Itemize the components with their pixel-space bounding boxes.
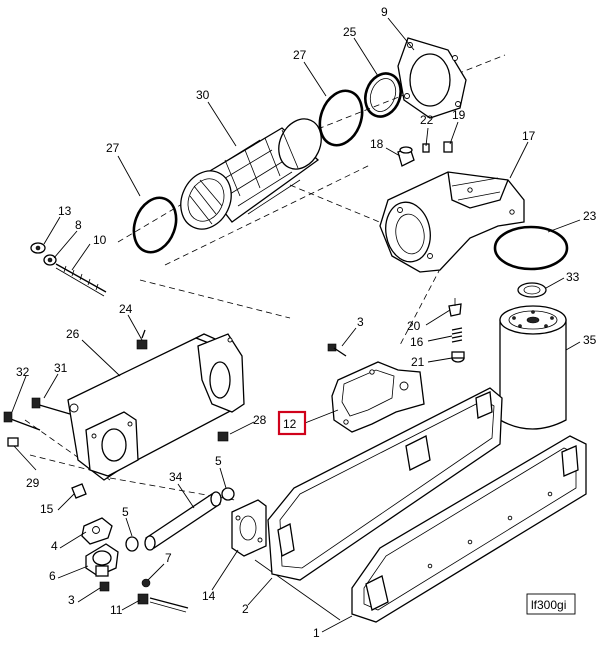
part-33-adapter (517, 282, 547, 298)
callout-14: 14 (202, 589, 216, 603)
callout-31: 31 (54, 361, 68, 375)
part-8-washer (43, 254, 57, 266)
leader-lines (11, 17, 581, 633)
callout-19: 19 (452, 108, 466, 122)
part-13-washer (30, 242, 46, 254)
callout-3: 3 (68, 593, 75, 607)
part-34-tube (144, 491, 222, 551)
part-20-valve (448, 298, 462, 317)
part-11-capscrew (137, 593, 189, 613)
callout-21: 21 (411, 355, 425, 369)
callout-3: 3 (357, 315, 364, 329)
part-27-o-ring-lower (132, 196, 178, 254)
callout-labels: 9 25 27 30 27 22 19 18 17 13 8 10 23 33 … (16, 5, 597, 640)
callout-26: 26 (66, 327, 80, 341)
callout-13: 13 (58, 204, 72, 218)
part-26-cooler-housing (67, 333, 245, 481)
callout-29: 29 (26, 476, 40, 490)
part-31-capscrew (31, 397, 71, 415)
callout-9: 9 (381, 5, 388, 19)
part-15-fitting (71, 483, 87, 499)
part-2-gasket (267, 387, 503, 581)
part-19-fitting (443, 141, 453, 153)
part-23-sealing-ring (493, 225, 569, 271)
callout-15: 15 (40, 502, 54, 516)
callout-5: 5 (122, 505, 129, 519)
callout-28: 28 (253, 413, 267, 427)
callout-16: 16 (410, 335, 424, 349)
part-6-connection (85, 543, 119, 577)
callout-23: 23 (583, 209, 597, 223)
callout-12-highlight (277, 410, 307, 436)
callout-4: 4 (51, 539, 58, 553)
part-14-gasket (231, 499, 267, 557)
part-21-plug (451, 351, 465, 363)
part-35-filter (499, 305, 567, 430)
part-5-seal-upper (221, 487, 235, 501)
callout-2: 2 (242, 602, 249, 616)
callout-27: 27 (106, 141, 120, 155)
part-5-seal-lower (125, 536, 139, 552)
part-16-spring (451, 327, 463, 343)
part-30-filter-element (180, 118, 322, 230)
callout-7: 7 (165, 551, 172, 565)
callout-10: 10 (93, 233, 107, 247)
callout-12: 12 (283, 417, 297, 431)
part-3-capscrew-lower (99, 581, 110, 592)
figure-id-box: lf300gi (526, 593, 576, 615)
part-3-capscrew-upper (327, 343, 347, 357)
callout-25: 25 (343, 25, 357, 39)
callout-6: 6 (49, 569, 56, 583)
part-28-plug (217, 431, 229, 442)
callout-34: 34 (169, 470, 183, 484)
callout-33: 33 (566, 270, 580, 284)
callout-18: 18 (370, 137, 384, 151)
callout-32: 32 (16, 365, 30, 379)
part-1-gasket (351, 435, 587, 623)
part-12-gasket (331, 361, 425, 433)
part-18-plug (397, 146, 415, 167)
callout-5: 5 (215, 454, 222, 468)
callout-30: 30 (196, 88, 210, 102)
part-29-plug (7, 437, 19, 447)
callout-17: 17 (522, 129, 536, 143)
part-32-capscrew (3, 411, 41, 431)
callout-20: 20 (407, 319, 421, 333)
part-9-gasket (397, 37, 467, 119)
part-7-washer (141, 578, 151, 588)
part-17-filter-head (379, 171, 525, 273)
callout-27: 27 (293, 48, 307, 62)
callout-1: 1 (313, 626, 320, 640)
callout-24: 24 (119, 302, 133, 316)
callout-11: 11 (110, 603, 123, 617)
figure-id: lf300gi (531, 598, 566, 612)
part-27-o-ring-upper (318, 89, 364, 147)
part-25-seal-ring (364, 72, 402, 118)
callout-8: 8 (75, 218, 82, 232)
callout-22: 22 (420, 113, 434, 127)
part-10-capscrew (55, 263, 107, 297)
part-4-gasket (81, 517, 113, 545)
callout-35: 35 (583, 333, 597, 347)
